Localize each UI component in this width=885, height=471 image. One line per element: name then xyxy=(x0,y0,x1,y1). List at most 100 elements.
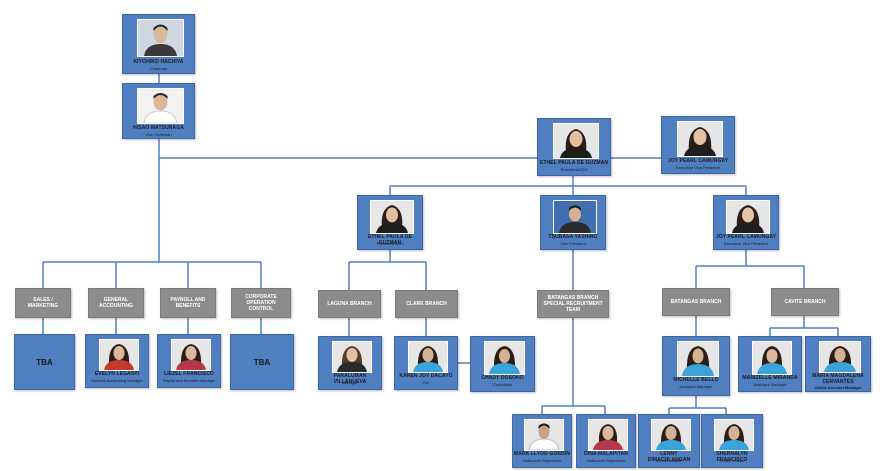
payroll-card[interactable]: LIEZEL FRANCISCO Payroll and Benefits Ma… xyxy=(157,334,221,388)
gen-acct-name: EVELYN LEGASPI xyxy=(86,372,148,378)
consultant-card[interactable]: CHADY DOSONO Consultant xyxy=(470,336,535,392)
sales-tba[interactable]: TBA xyxy=(14,334,75,390)
admin-leader-card[interactable]: LENNY DIMACULANGAN Admin Leader xyxy=(638,414,700,468)
corporate-tba[interactable]: TBA xyxy=(230,334,294,390)
batangas-am-title: Assistant Manager xyxy=(663,385,729,389)
evp-2-photo xyxy=(726,200,770,234)
consultant-title: Consultant xyxy=(471,383,534,387)
laguna-manager-title: Manager xyxy=(319,381,381,385)
president-photo xyxy=(553,123,599,159)
president-2-title: President/CEO xyxy=(358,242,422,246)
president-name: ETHEL PAULA DE GUZMAN xyxy=(538,161,610,167)
president-2-card[interactable]: ETHEL PAULA DE GUZMAN President/CEO xyxy=(357,195,423,250)
laguna-manager-photo xyxy=(332,341,372,373)
vp-photo xyxy=(553,200,597,234)
clark-oic-name: KAREN JOY DACAYO xyxy=(395,374,457,380)
consultant-name: CHADY DOSONO xyxy=(471,376,534,382)
president-card[interactable]: ETHEL PAULA DE GUZMAN President/CEO xyxy=(537,118,611,176)
admin-leader-photo xyxy=(651,419,691,451)
person-icon xyxy=(715,420,753,450)
person-icon xyxy=(753,342,791,374)
vp-title: Vice President xyxy=(541,242,605,246)
person-icon xyxy=(525,420,563,450)
payroll-title: Payroll and Benefits Manager xyxy=(158,379,220,383)
outsource-2-card[interactable]: DINA MALAPITAN Outsource Supervisor xyxy=(576,414,636,468)
cavite-oam-name: MARIA MAGDALENA CERVANTES xyxy=(806,374,870,385)
cavite-oam-card[interactable]: MARIA MAGDALENA CERVANTES Onsite Account… xyxy=(805,336,871,392)
evp-title: Executive Vice President xyxy=(662,166,734,170)
person-icon xyxy=(727,201,769,233)
person-icon xyxy=(371,201,413,233)
president-2-photo xyxy=(370,200,414,234)
dept-sales-marketing[interactable]: SALES / MARKETING xyxy=(15,288,71,318)
chairman-title: Chairman xyxy=(123,67,194,71)
laguna-manager-card[interactable]: PARALUMAN VILLANUEVA Manager xyxy=(318,336,382,390)
laguna-branch[interactable]: LAGUNA BRANCH xyxy=(318,290,381,318)
batangas-am-name: MICHELLE BELLO xyxy=(663,378,729,384)
person-icon xyxy=(678,122,722,156)
person-icon xyxy=(138,89,183,123)
cavite-am-title: Assistant Manager xyxy=(739,383,801,387)
batangas-branch[interactable]: BATANGAS BRANCH xyxy=(662,288,730,316)
gen-acct-card[interactable]: EVELYN LEGASPI General Accounting Manage… xyxy=(85,334,149,388)
admin-leader-title: Admin Leader xyxy=(639,459,699,463)
vp-card[interactable]: TSUBASA YASHIRO Vice President xyxy=(540,195,606,250)
evp-card[interactable]: JOY PEARL CAMUNGAY Executive Vice Presid… xyxy=(661,116,735,174)
outsource-1-name: MARK LLYOD GORDIN xyxy=(513,452,571,458)
batangas-am-card[interactable]: MICHELLE BELLO Assistant Manager xyxy=(662,336,730,396)
person-icon xyxy=(409,342,447,372)
evp-name: JOY PEARL CAMUNGAY xyxy=(662,159,734,165)
batangas-am-photo xyxy=(677,341,719,377)
chairman-photo xyxy=(137,19,184,57)
dept-general-accounting[interactable]: GENERAL ACCOUNTING xyxy=(88,288,144,318)
evp-2-card[interactable]: JOY PEARL CAMUNGAY Executive Vice Presid… xyxy=(713,195,779,250)
person-icon xyxy=(589,420,627,450)
gen-acct-title: General Accounting Manager xyxy=(86,379,148,383)
person-icon xyxy=(678,342,718,376)
outsource-2-title: Outsource Supervisor xyxy=(577,459,635,463)
dept-corporate-operation-control[interactable]: CORPORATE OPERATION CONTROL xyxy=(231,288,291,318)
cavite-am-card[interactable]: MARIZELLE MIRANDA Assistant Manager xyxy=(738,336,802,392)
person-icon xyxy=(554,124,598,158)
onsite-leader-card[interactable]: SHERNALYN FRANCISCO Onsite Leader xyxy=(701,414,763,468)
evp-2-title: Executive Vice President xyxy=(714,242,778,246)
outsource-1-photo xyxy=(524,419,564,451)
batangas-special-recruitment[interactable]: BATANGAS BRANCH SPECIAL RECRUITMENT TEAM xyxy=(537,290,609,318)
gen-acct-photo xyxy=(99,339,139,371)
dept-payroll-benefits[interactable]: PAYROLL AND BENEFITS xyxy=(160,288,216,318)
outsource-1-title: Outsource Supervisor xyxy=(513,459,571,463)
person-icon xyxy=(138,20,183,56)
cavite-am-name: MARIZELLE MIRANDA xyxy=(739,376,801,382)
cavite-am-photo xyxy=(752,341,792,375)
clark-oic-photo xyxy=(408,341,448,373)
vice-chairman-name: HISAO MATSUNAGA xyxy=(123,126,194,132)
clark-oic-card[interactable]: KAREN JOY DACAYO OIC xyxy=(394,336,458,390)
payroll-name: LIEZEL FRANCISCO xyxy=(158,372,220,378)
cavite-oam-photo xyxy=(819,341,861,373)
cavite-oam-title: Onsite Account Manager xyxy=(806,386,870,390)
outsource-1-card[interactable]: MARK LLYOD GORDIN Outsource Supervisor xyxy=(512,414,572,468)
outsource-2-photo xyxy=(588,419,628,451)
person-icon xyxy=(652,420,690,450)
evp-2-name: JOY PEARL CAMUNGAY xyxy=(714,235,778,241)
vice-chairman-photo xyxy=(137,88,184,124)
person-icon xyxy=(820,342,860,372)
chairman-card[interactable]: KIYOHIKO HACHIYA Chairman xyxy=(122,14,195,74)
person-icon xyxy=(100,340,138,370)
person-icon xyxy=(172,340,210,370)
cavite-branch[interactable]: CAVITE BRANCH xyxy=(771,288,839,316)
person-icon xyxy=(554,201,596,233)
person-icon xyxy=(333,342,371,372)
onsite-leader-title: Onsite Leader xyxy=(702,459,762,463)
president-title: President/CEO xyxy=(538,168,610,172)
person-icon xyxy=(485,342,524,374)
clark-branch[interactable]: CLARK BRANCH xyxy=(395,290,458,318)
chairman-name: KIYOHIKO HACHIYA xyxy=(123,60,194,66)
onsite-leader-photo xyxy=(714,419,754,451)
payroll-photo xyxy=(171,339,211,371)
vice-chairman-title: Vice Chairman xyxy=(123,133,194,137)
vp-name: TSUBASA YASHIRO xyxy=(541,235,605,241)
clark-oic-title: OIC xyxy=(395,381,457,385)
evp-photo xyxy=(677,121,723,157)
vice-chairman-card[interactable]: HISAO MATSUNAGA Vice Chairman xyxy=(122,83,195,139)
